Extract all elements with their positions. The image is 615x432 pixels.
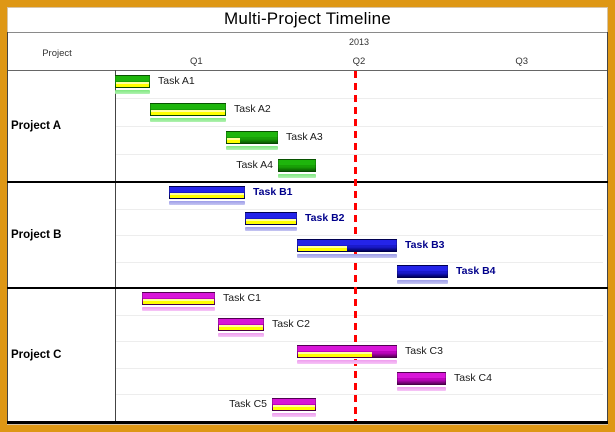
task-bar <box>169 186 245 199</box>
project-row-label: Project B <box>11 229 62 241</box>
task-bar-shadow <box>115 90 150 94</box>
row-separator <box>116 98 603 99</box>
task-bar-shadow <box>278 174 316 178</box>
task-progress-bar <box>116 82 149 87</box>
row-separator <box>116 341 603 342</box>
row-separator <box>116 209 603 210</box>
task-bar-shadow <box>297 360 397 364</box>
row-separator <box>116 315 603 316</box>
row-separator <box>116 126 603 127</box>
project-row-label: Project C <box>11 348 62 361</box>
task-bar-shadow <box>397 280 448 284</box>
task-bar-shadow <box>226 146 278 150</box>
section-divider-2 <box>7 287 608 289</box>
task-bar-shadow <box>142 307 215 311</box>
row-separator <box>116 262 603 263</box>
year-label: 2013 <box>348 37 370 47</box>
task-bar <box>150 103 226 116</box>
task-progress-bar <box>246 219 296 224</box>
task-bar <box>226 131 278 144</box>
task-bar <box>142 292 215 305</box>
task-label: Task C1 <box>223 292 261 304</box>
task-label: Task A2 <box>234 103 271 115</box>
title-divider <box>7 32 608 33</box>
quarter-label-q2: Q2 <box>352 56 366 67</box>
task-bar <box>272 398 316 411</box>
task-bar-shadow <box>297 254 397 258</box>
axis-line <box>115 70 116 421</box>
task-label: Task C5 <box>229 398 267 410</box>
task-bar-shadow <box>169 201 245 205</box>
task-label: Task C3 <box>405 345 443 357</box>
task-progress-bar <box>298 352 372 357</box>
task-progress-bar <box>227 138 240 143</box>
row-separator <box>116 394 603 395</box>
task-bar <box>278 159 316 172</box>
task-label: Task B3 <box>405 239 445 251</box>
task-bar <box>397 265 448 278</box>
task-progress-bar <box>219 325 263 330</box>
chart-bottom-border <box>7 421 608 424</box>
task-label: Task B2 <box>305 212 345 224</box>
task-label: Task B1 <box>253 186 293 198</box>
quarter-labels: Q1 Q2 Q3 <box>7 56 608 68</box>
task-progress-bar <box>298 246 347 251</box>
task-label: Task A3 <box>286 131 323 143</box>
gantt-chart-inner: Multi-Project Timeline Project 2013 Q1 Q2… <box>7 7 608 425</box>
project-column-header: Project <box>42 48 72 59</box>
task-progress-bar <box>170 193 244 198</box>
task-bar-shadow <box>272 413 316 417</box>
task-bar <box>218 318 264 331</box>
plot-area: Project A Task A1 Task A2 Task A3 Task A4 Pro… <box>7 7 608 425</box>
task-label: Task A4 <box>236 159 273 171</box>
row-separator <box>116 235 603 236</box>
task-bar <box>297 239 397 252</box>
task-bar-shadow <box>218 333 264 337</box>
section-divider-1 <box>7 181 608 183</box>
task-label: Task B4 <box>456 265 496 277</box>
chart-right-border <box>607 32 608 423</box>
row-separator <box>116 368 603 369</box>
task-label: Task C4 <box>454 372 492 384</box>
quarter-label-q1: Q1 <box>189 56 203 67</box>
quarter-label-q3: Q3 <box>515 56 528 67</box>
task-progress-bar <box>151 110 225 115</box>
task-bar <box>397 372 446 385</box>
header-divider <box>7 70 608 71</box>
row-separator <box>116 154 603 155</box>
task-bar-shadow <box>397 387 446 391</box>
task-label: Task A1 <box>158 75 195 87</box>
chart-left-border <box>7 32 8 423</box>
task-bar <box>297 345 397 358</box>
task-bar-shadow <box>150 118 226 122</box>
task-label: Task C2 <box>272 318 310 330</box>
task-bar <box>115 75 150 88</box>
task-bar <box>245 212 297 225</box>
task-progress-bar <box>143 299 214 304</box>
page-title: Multi-Project Timeline <box>224 9 391 28</box>
task-progress-bar <box>273 405 315 410</box>
project-row-label: Project A <box>11 120 62 132</box>
task-bar-shadow <box>245 227 297 231</box>
